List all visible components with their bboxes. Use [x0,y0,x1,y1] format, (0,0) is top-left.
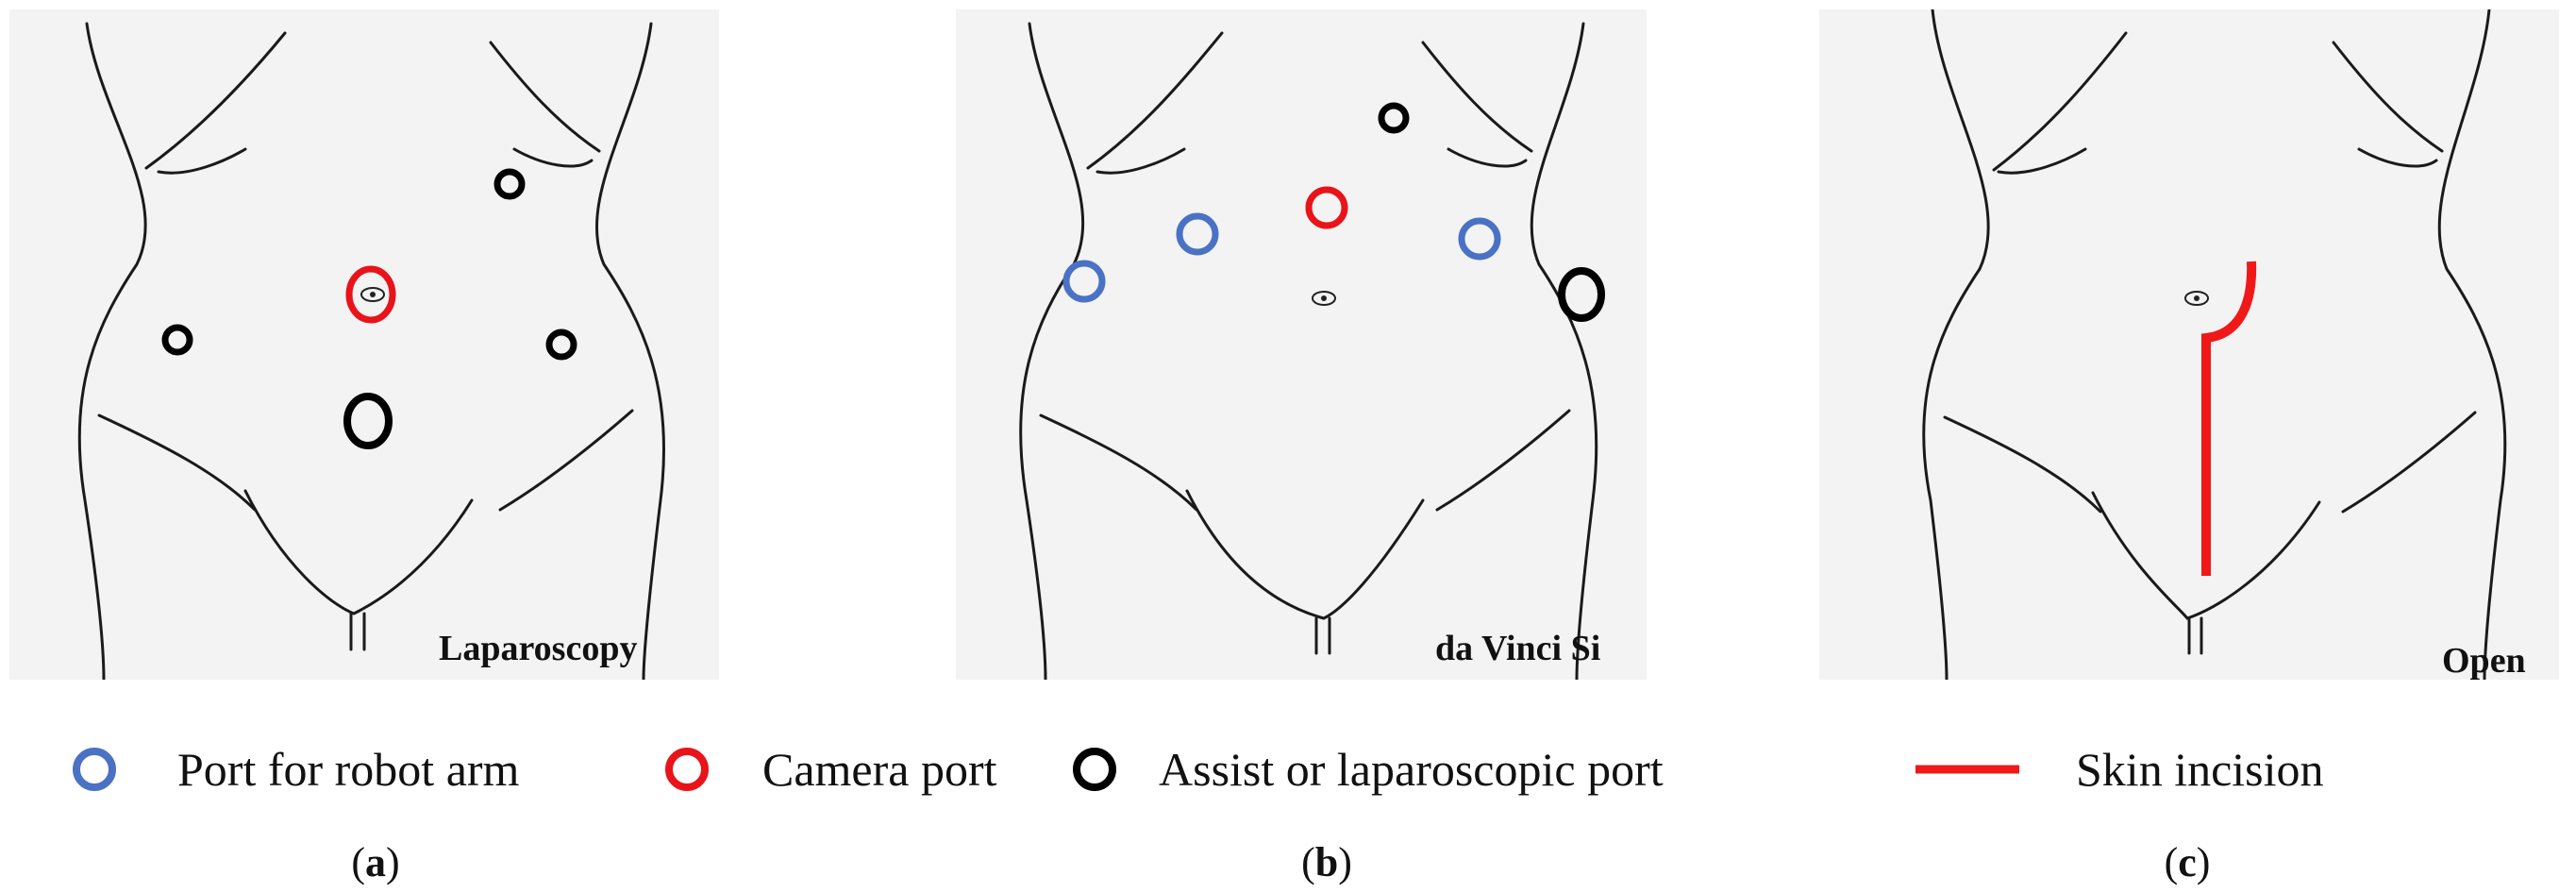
pubic-curve [2091,491,2321,620]
right-chest-curve [1447,147,1528,168]
legend: Port for robot arm Camera port Assist or… [0,732,2576,807]
panel-open: Open [1819,9,2559,681]
port-camera [1305,186,1348,229]
caption-b: (b) [1301,839,1352,885]
legend-item-incision: Skin incision [1915,732,2324,807]
port-assist-lower [343,393,393,449]
legend-label-assist: Assist or laparoscopic port [1159,743,1664,796]
port-assist-left [161,324,193,356]
right-chest-curve [2357,147,2438,168]
blue-ring-icon [73,748,116,791]
right-breast-line [2332,41,2444,153]
left-chest-curve [1997,147,2087,175]
red-ring-icon [665,748,709,791]
legend-label-incision: Skin incision [2076,743,2324,796]
panel-label-open: Open [2442,641,2526,681]
port-robot-arm-3 [1062,260,1106,303]
left-chest-curve [157,147,247,175]
panel-label-da-vinci: da Vinci Si [1435,629,1601,668]
port-assist-right [1558,267,1605,322]
left-breast-line [1992,31,2128,172]
torso-diagram-open [1922,9,2507,680]
panel-laparoscopy: Laparoscopy [9,9,719,680]
left-inguinal-line [1943,415,2102,514]
left-breast-line [1086,31,1224,170]
torso-outline-left [1922,9,1990,680]
port-assist-right [545,329,577,361]
left-chest-curve [1096,147,1186,175]
navel-icon [1312,291,1336,306]
pubic-curve [1185,489,1425,620]
torso-outline-right [1530,22,1598,680]
port-camera [345,265,396,324]
caption-a: (a) [351,839,400,885]
torso-outline-left [77,22,147,680]
caption-c: (c) [2164,839,2211,885]
right-inguinal-line [498,409,634,512]
right-inguinal-line [1435,409,1571,512]
right-chest-curve [512,147,594,168]
navel-icon [360,287,385,302]
legend-item-assist: Assist or laparoscopic port [1066,732,1664,807]
left-inguinal-line [1039,413,1198,512]
port-assist-upper-right [493,168,526,200]
legend-item-robot-arm: Port for robot arm [66,732,519,807]
panel-da-vinci: da Vinci Si [956,9,1647,680]
left-inguinal-line [97,413,257,512]
torso-outline-left [1019,22,1085,680]
torso-outline-right [594,22,666,680]
legend-label-robot-arm: Port for robot arm [177,743,520,796]
torso-diagram-da-vinci [1019,22,1605,680]
left-breast-line [144,31,287,170]
port-robot-arm-1 [1176,212,1219,256]
skin-incision [2201,261,2257,576]
right-breast-line [489,41,601,153]
legend-label-camera: Camera port [762,743,997,796]
right-inguinal-line [2341,411,2477,514]
right-breast-line [1421,41,1533,153]
red-line-icon [1915,765,2019,774]
torso-diagram-laparoscopy [77,22,666,680]
legend-item-camera: Camera port [659,732,997,807]
pubic-curve [243,489,474,615]
panel-label-laparoscopy: Laparoscopy [439,629,638,668]
port-robot-arm-2 [1458,217,1501,261]
torso-outline-right [2437,9,2507,680]
port-assist-top [1378,102,1410,134]
navel-icon [2184,291,2209,306]
black-ring-icon [1073,748,1116,791]
